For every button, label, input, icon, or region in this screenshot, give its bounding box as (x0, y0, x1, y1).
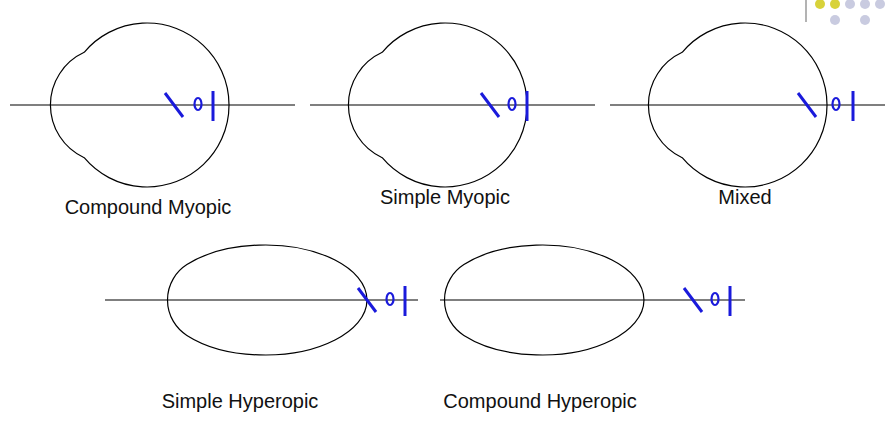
optical-axes (10, 105, 885, 300)
type-label: Mixed (718, 185, 771, 209)
corner-decoration (806, 0, 885, 25)
focal-lines (165, 91, 853, 316)
eye-outlines (50, 23, 827, 355)
type-label: Simple Myopic (380, 185, 510, 209)
type-label: Simple Hyperopic (162, 389, 319, 413)
type-label: Compound Hyperopic (443, 389, 636, 413)
type-label: Compound Myopic (65, 195, 232, 219)
